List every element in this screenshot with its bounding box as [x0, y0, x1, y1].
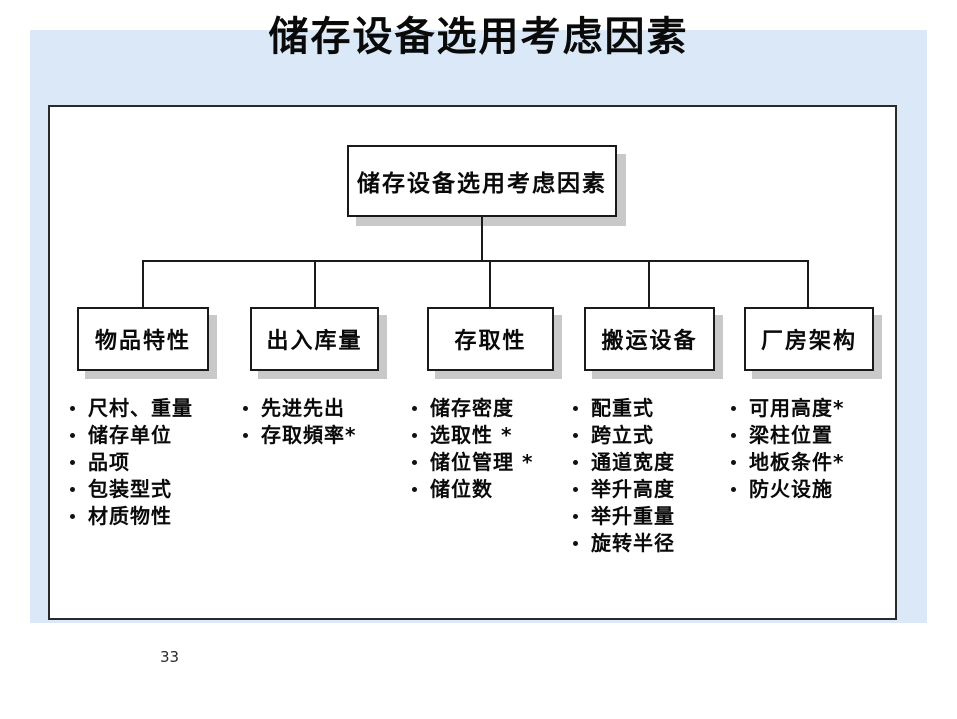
- factor-list-accessibility: 储存密度 选取性 * 储位管理 * 储位数: [412, 395, 584, 503]
- list-item: 梁柱位置: [731, 422, 903, 448]
- connector-drop-1: [142, 262, 144, 307]
- bullet-icon: [731, 487, 736, 492]
- category-label: 搬运设备: [601, 329, 698, 354]
- list-item: 储位数: [412, 476, 584, 502]
- list-item: 包装型式: [70, 476, 242, 502]
- bullet-icon: [573, 433, 578, 438]
- category-label: 厂房架构: [760, 329, 857, 354]
- factor-text: 储存单位: [88, 423, 172, 447]
- factor-text: 品项: [88, 450, 130, 474]
- category-node-building-structure: 厂房架构: [744, 307, 874, 371]
- list-item: 存取頻率*: [243, 422, 415, 448]
- factor-text: 材质物性: [88, 504, 172, 528]
- factor-list-handling-equipment: 配重式 跨立式 通道宽度 举升高度 举升重量 旋转半径: [573, 395, 745, 557]
- diagram-canvas: 储存设备选用考虑因素 物品特性 出入库量 存取性 搬运设备 厂房架构 尺村、重量…: [48, 105, 897, 620]
- connector-root-stem: [481, 215, 483, 262]
- factor-text: 先进先出: [261, 396, 345, 420]
- bullet-icon: [573, 541, 578, 546]
- factor-list-building-structure: 可用高度* 梁柱位置 地板条件* 防火设施: [731, 395, 903, 503]
- bullet-icon: [573, 487, 578, 492]
- bullet-icon: [573, 514, 578, 519]
- root-node-label: 储存设备选用考虑因素: [357, 171, 607, 197]
- root-node: 储存设备选用考虑因素: [347, 145, 617, 217]
- factor-text: 配重式: [591, 396, 654, 420]
- bullet-icon: [412, 433, 417, 438]
- list-item: 可用高度*: [731, 395, 903, 421]
- bullet-icon: [243, 406, 248, 411]
- bullet-icon: [70, 487, 75, 492]
- list-item: 先进先出: [243, 395, 415, 421]
- factor-text: 可用高度*: [749, 396, 845, 420]
- category-node-handling-equipment: 搬运设备: [584, 307, 715, 371]
- connector-drop-2: [314, 262, 316, 307]
- factor-list-in-out-volume: 先进先出 存取頻率*: [243, 395, 415, 449]
- list-item: 储位管理 *: [412, 449, 584, 475]
- category-label: 物品特性: [94, 329, 191, 354]
- bullet-icon: [70, 514, 75, 519]
- category-label: 出入库量: [266, 329, 363, 354]
- list-item: 材质物性: [70, 503, 242, 529]
- bullet-icon: [412, 406, 417, 411]
- bullet-icon: [70, 433, 75, 438]
- list-item: 举升重量: [573, 503, 745, 529]
- bullet-icon: [70, 460, 75, 465]
- factor-text: 通道宽度: [591, 450, 675, 474]
- list-item: 配重式: [573, 395, 745, 421]
- bullet-icon: [243, 433, 248, 438]
- category-node-in-out-volume: 出入库量: [250, 307, 379, 371]
- factor-text: 举升重量: [591, 504, 675, 528]
- factor-list-item-characteristics: 尺村、重量 储存单位 品项 包装型式 材质物性: [70, 395, 242, 530]
- list-item: 举升高度: [573, 476, 745, 502]
- page-number: 33: [160, 648, 180, 666]
- list-item: 防火设施: [731, 476, 903, 502]
- category-node-accessibility: 存取性: [427, 307, 554, 371]
- list-item: 地板条件*: [731, 449, 903, 475]
- connector-drop-5: [807, 262, 809, 307]
- list-item: 品项: [70, 449, 242, 475]
- factor-text: 梁柱位置: [749, 423, 833, 447]
- bullet-icon: [731, 433, 736, 438]
- factor-text: 旋转半径: [591, 531, 675, 555]
- list-item: 旋转半径: [573, 530, 745, 556]
- bullet-icon: [412, 487, 417, 492]
- list-item: 储存单位: [70, 422, 242, 448]
- list-item: 通道宽度: [573, 449, 745, 475]
- factor-text: 选取性 *: [430, 423, 513, 447]
- bullet-icon: [412, 460, 417, 465]
- bullet-icon: [573, 460, 578, 465]
- slide-title: 储存设备选用考虑因素: [268, 13, 689, 60]
- category-label: 存取性: [454, 329, 527, 354]
- factor-text: 储位管理 *: [430, 450, 534, 474]
- factor-text: 尺村、重量: [88, 396, 193, 420]
- factor-text: 存取頻率*: [261, 423, 357, 447]
- bullet-icon: [70, 406, 75, 411]
- category-node-item-characteristics: 物品特性: [77, 307, 209, 371]
- factor-text: 举升高度: [591, 477, 675, 501]
- connector-drop-3: [489, 262, 491, 307]
- list-item: 储存密度: [412, 395, 584, 421]
- connector-drop-4: [648, 262, 650, 307]
- bullet-icon: [731, 460, 736, 465]
- bullet-icon: [731, 406, 736, 411]
- connector-horizontal-bar: [142, 260, 809, 262]
- factor-text: 跨立式: [591, 423, 654, 447]
- factor-text: 包装型式: [88, 477, 172, 501]
- factor-text: 防火设施: [749, 477, 833, 501]
- list-item: 跨立式: [573, 422, 745, 448]
- factor-text: 储存密度: [430, 396, 514, 420]
- bullet-icon: [573, 406, 578, 411]
- list-item: 尺村、重量: [70, 395, 242, 421]
- list-item: 选取性 *: [412, 422, 584, 448]
- factor-text: 储位数: [430, 477, 493, 501]
- factor-text: 地板条件*: [749, 450, 845, 474]
